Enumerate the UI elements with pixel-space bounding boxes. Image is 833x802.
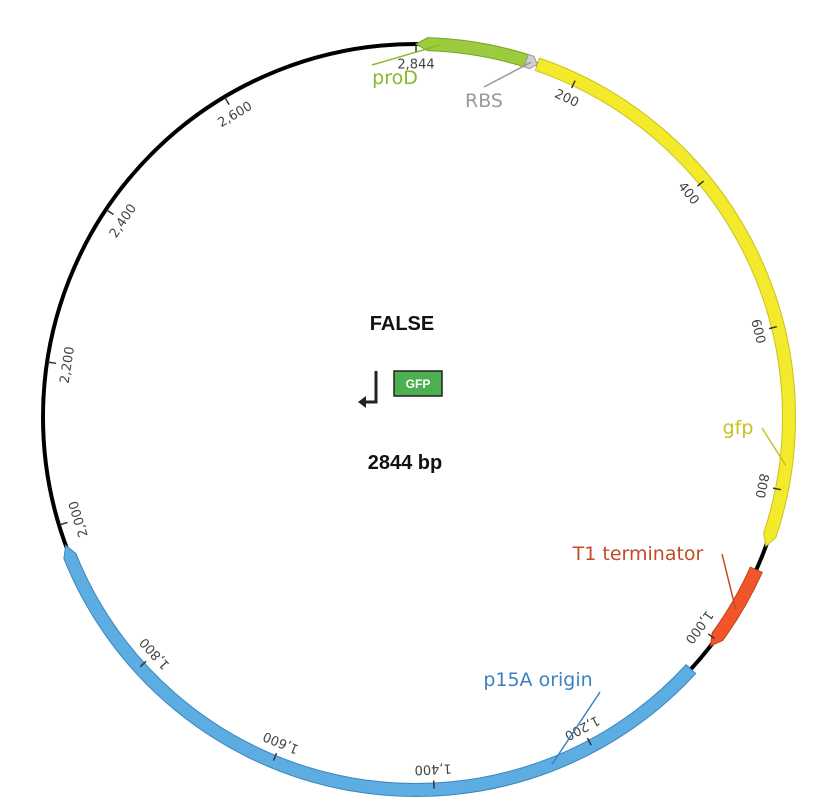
tick-mark-400 [696,180,705,187]
tick-mark-600 [768,325,778,330]
tick-label-2200: 2,200 [58,346,78,385]
tick-label-2400: 2,400 [107,202,140,241]
tick-mark-2400 [106,209,114,216]
tick-label-800: 800 [751,472,771,499]
leader-line-prod [371,44,441,66]
feature-label-p15a: p15A origin [483,669,592,691]
feature-arc-t1[interactable] [709,566,763,647]
promoter-glyph: GFP [358,370,443,408]
plasmid-size: 2844 bp [368,452,442,474]
tick-mark-800 [772,487,781,491]
tick-label-2000: 2,000 [67,499,92,539]
tick-mark-1800 [139,660,147,668]
feature-label-prod: proD [372,67,418,89]
tick-mark-1000 [707,633,716,640]
leader-line-p15a [551,691,601,765]
gfp-box-label: GFP [406,377,431,391]
feature-label-t1: T1 terminator [572,543,704,565]
promoter-arrowhead-icon [358,396,366,408]
promoter-arrow-icon [364,371,378,404]
tick-label-1400: 1,400 [414,760,452,777]
feature-layer [63,37,796,797]
leader-line-rbs [483,61,532,88]
leader-line-t1 [721,553,737,610]
plasmid-name: FALSE [370,313,434,335]
tick-mark-200 [570,80,576,89]
tick-label-2600: 2,600 [215,99,255,131]
tick-mark-2000 [59,521,68,526]
tick-mark-1200 [586,737,592,746]
feature-label-rbs: RBS [465,90,503,112]
tick-label-2844: 2,844 [397,58,434,73]
tick-label-400: 400 [674,179,701,208]
tick-mark-2600 [224,97,230,106]
feature-label-gfp: gfp [723,417,754,439]
gfp-cds-box [393,370,443,397]
tick-label-1000: 1,000 [682,607,716,646]
feature-arc-p15a[interactable] [63,544,697,797]
tick-label-600: 600 [747,318,768,346]
feature-arc-gfp[interactable] [534,57,796,548]
tick-mark-1600 [272,752,278,761]
feature-arc-rbs[interactable] [523,53,538,70]
tick-label-200: 200 [552,87,581,111]
label-layer: proD RBS gfp T1 terminator p15A origin [371,44,787,765]
tick-mark-2200 [47,361,57,365]
leader-line-gfp [761,427,787,466]
